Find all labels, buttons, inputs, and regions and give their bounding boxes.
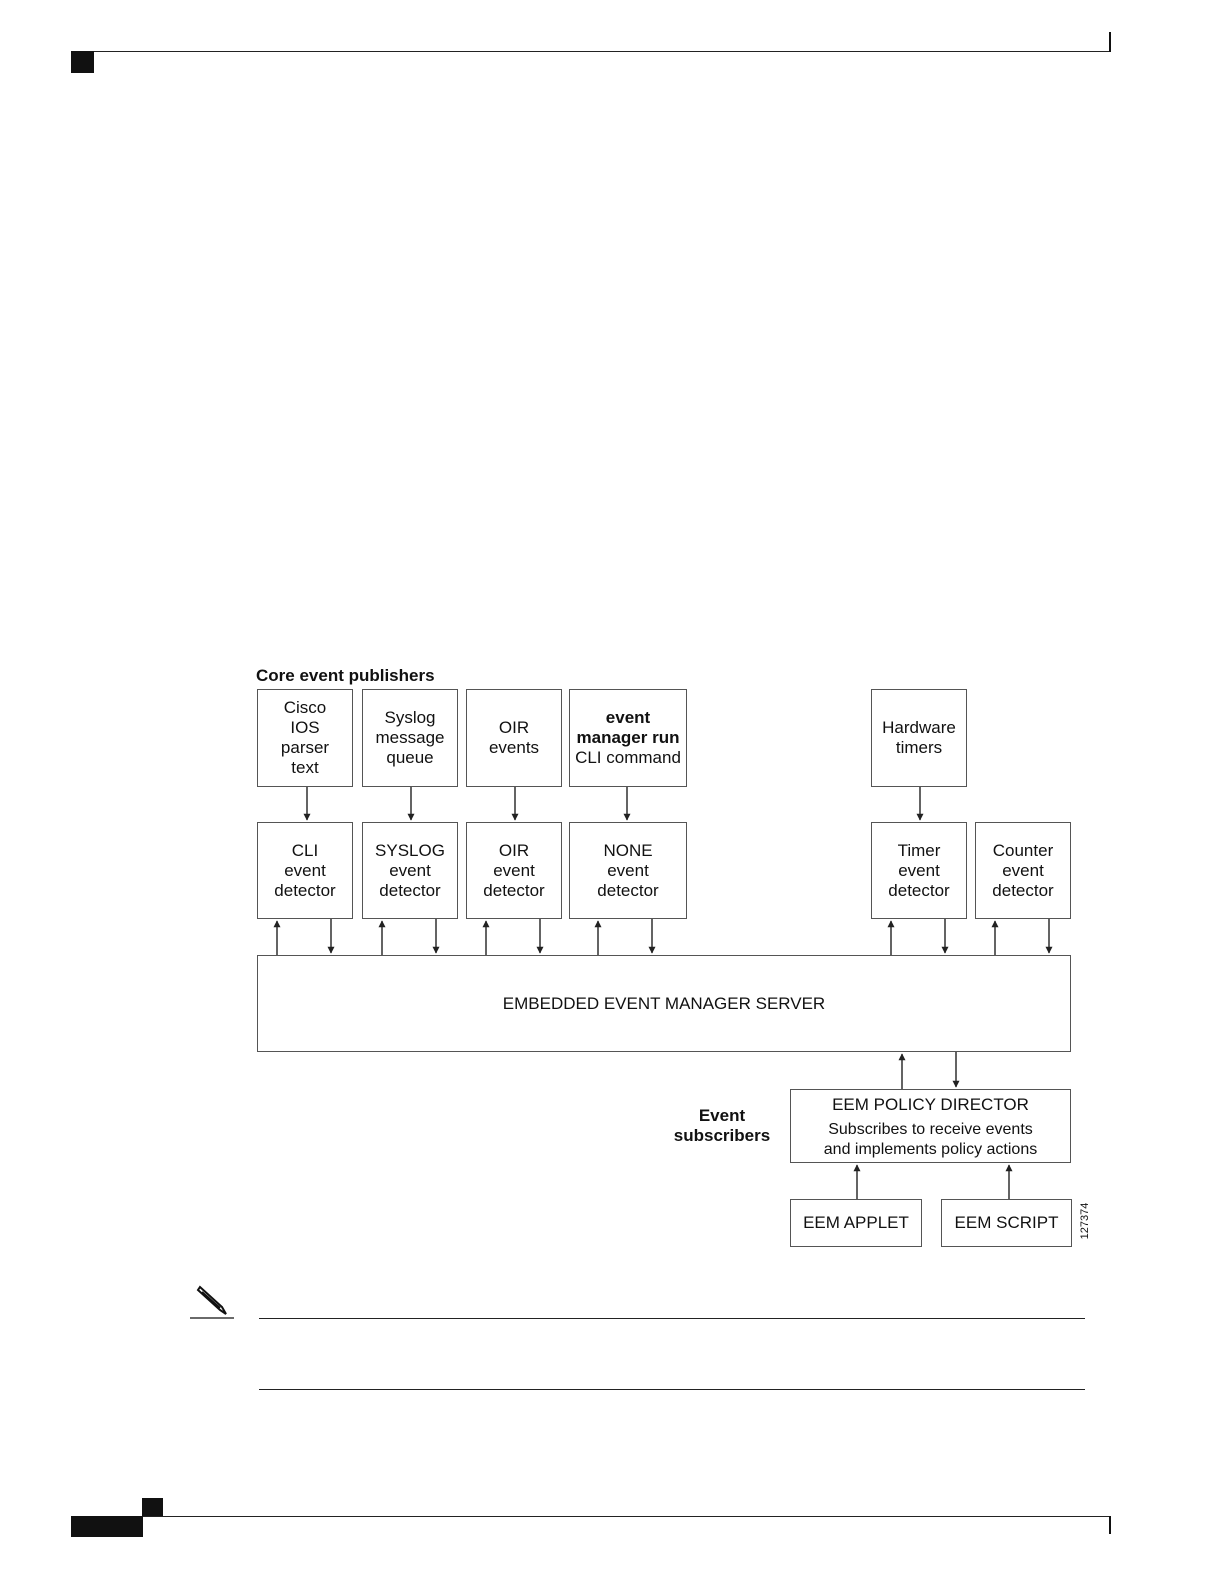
syslog-queue-line2: message — [375, 728, 445, 747]
timer-event-detector-box: Timer event detector — [871, 822, 967, 919]
policy-director-desc-line1: Subscribes to receive events — [828, 1121, 1033, 1138]
none-event-detector-box: NONE event detector — [569, 822, 687, 919]
header-rule — [94, 51, 1111, 52]
eem-script-label: EEM SCRIPT — [954, 1213, 1059, 1232]
oir-events-box: OIR events — [466, 689, 562, 787]
oir-detector-line3: detector — [483, 880, 545, 900]
policy-director-desc-line2: and implements policy actions — [823, 1141, 1038, 1158]
policy-director-title: EEM POLICY DIRECTOR — [832, 1095, 1029, 1114]
none-detector-line3: detector — [597, 880, 659, 900]
syslog-detector-line1: SYSLOG — [375, 840, 445, 860]
syslog-queue-line1: Syslog — [384, 708, 436, 727]
timer-detector-line3: detector — [888, 880, 950, 900]
footer-rule — [143, 1516, 1111, 1517]
event-subscribers-line2: subscribers — [673, 1126, 771, 1145]
syslog-detector-line3: detector — [379, 880, 441, 900]
eem-applet-label: EEM APPLET — [803, 1213, 909, 1232]
counter-detector-line1: Counter — [992, 840, 1054, 860]
oir-event-detector-box: OIR event detector — [466, 822, 562, 919]
event-manager-run-line1: event — [605, 708, 651, 727]
eem-policy-director-box: EEM POLICY DIRECTOR Subscribes to receiv… — [790, 1089, 1071, 1163]
timer-detector-line1: Timer — [897, 840, 941, 860]
syslog-detector-line2: event — [389, 860, 431, 880]
cisco-ios-line2: IOS — [290, 718, 320, 737]
core-publishers-label: Core event publishers — [256, 666, 435, 685]
footer-small-block — [142, 1498, 163, 1516]
note-pencil-icon — [190, 1285, 234, 1319]
cisco-ios-parser-box: Cisco IOS parser text — [257, 689, 353, 787]
header-corner-block — [71, 51, 94, 73]
none-detector-line1: NONE — [603, 840, 653, 860]
event-subscribers-line1: Event — [698, 1106, 746, 1125]
oir-events-line1: OIR — [498, 718, 530, 737]
syslog-queue-box: Syslog message queue — [362, 689, 458, 787]
footer-tick — [1109, 1516, 1111, 1534]
counter-event-detector-box: Counter event detector — [975, 822, 1071, 919]
event-manager-run-box: event manager run CLI command — [569, 689, 687, 787]
cisco-ios-line4: text — [291, 758, 319, 777]
note-bottom-rule — [259, 1389, 1085, 1390]
cli-detector-line3: detector — [274, 880, 336, 900]
timer-detector-line2: event — [898, 860, 940, 880]
eem-script-box: EEM SCRIPT — [941, 1199, 1072, 1247]
none-detector-line2: event — [607, 860, 649, 880]
counter-detector-line3: detector — [992, 880, 1054, 900]
hardware-timers-box: Hardware timers — [871, 689, 967, 787]
syslog-queue-line3: queue — [386, 748, 434, 767]
cli-detector-line2: event — [284, 860, 326, 880]
syslog-event-detector-box: SYSLOG event detector — [362, 822, 458, 919]
eem-applet-box: EEM APPLET — [790, 1199, 922, 1247]
cisco-ios-line1: Cisco — [283, 698, 327, 717]
event-subscribers-label: Event subscribers — [660, 1106, 784, 1146]
footer-black-bar — [71, 1516, 143, 1537]
cisco-ios-line3: parser — [280, 738, 330, 757]
eem-server-label: EMBEDDED EVENT MANAGER SERVER — [502, 993, 826, 1013]
cli-detector-line1: CLI — [291, 840, 319, 860]
eem-server-box: EMBEDDED EVENT MANAGER SERVER — [257, 955, 1071, 1052]
cli-event-detector-box: CLI event detector — [257, 822, 353, 919]
oir-detector-line1: OIR — [498, 840, 530, 860]
hardware-timers-line2: timers — [895, 738, 943, 757]
oir-detector-line2: event — [493, 860, 535, 880]
event-manager-run-line2: manager run — [576, 728, 680, 747]
policy-director-description: Subscribes to receive events and impleme… — [791, 1120, 1070, 1160]
hardware-timers-line1: Hardware — [882, 718, 956, 737]
header-tick — [1109, 32, 1111, 52]
oir-events-line2: events — [488, 738, 540, 757]
counter-detector-line2: event — [1002, 860, 1044, 880]
note-top-rule — [259, 1318, 1085, 1319]
event-manager-run-line3: CLI command — [575, 748, 681, 767]
